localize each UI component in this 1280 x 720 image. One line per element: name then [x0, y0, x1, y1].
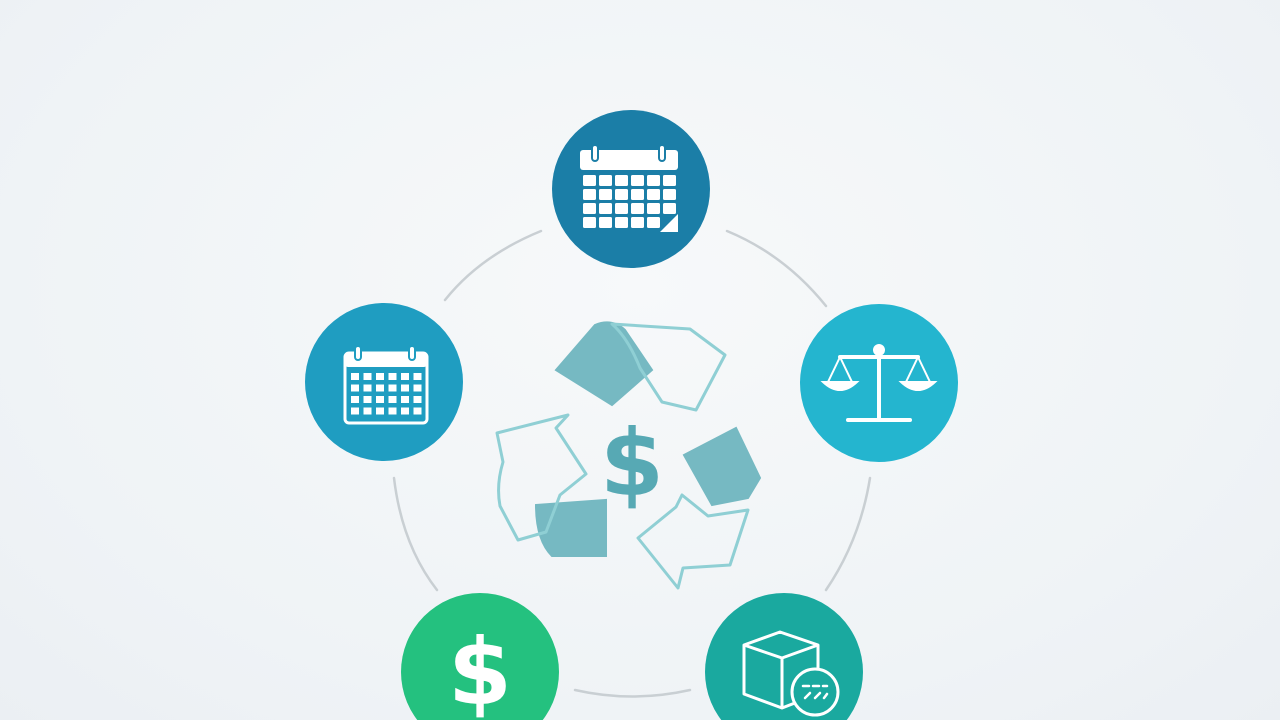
calendar-cell — [599, 189, 612, 200]
calendar-cell — [363, 373, 372, 380]
calendar-cell — [351, 373, 359, 380]
calendar-cell — [413, 384, 422, 392]
badge-icon — [790, 667, 840, 717]
calendar-cell — [663, 203, 676, 214]
calendar-cell — [388, 373, 397, 380]
ring-arc-right — [824, 476, 872, 592]
calendar-cell — [351, 384, 359, 392]
center-dollar-sign: $ — [600, 410, 664, 517]
recycle-arrow-right-outline — [636, 493, 750, 590]
calendar-cell — [351, 396, 359, 403]
calendar-cell — [615, 203, 628, 214]
calendar-icon — [343, 345, 429, 425]
calendar-cell — [583, 203, 596, 214]
recycle-arrow-top-outline — [610, 322, 727, 412]
node-dollar[interactable]: $ — [401, 593, 559, 720]
ring-arc-top-left — [443, 229, 543, 302]
calendar-cell — [413, 373, 422, 380]
calendar-cell — [663, 189, 676, 200]
calendar-cell — [401, 407, 409, 415]
calendar-cell — [401, 396, 409, 403]
dollar-sign-icon: $ — [448, 619, 512, 720]
calendar-cell — [615, 175, 628, 186]
node-package[interactable] — [705, 593, 863, 720]
calendar-cell — [376, 396, 384, 403]
ring-arc-bottom — [573, 688, 692, 698]
calendar-cell — [363, 407, 372, 415]
calendar-cell — [631, 189, 644, 200]
recycle-arrows-icon: $ — [495, 321, 762, 590]
ring — [392, 229, 872, 698]
calendar-cell — [647, 189, 660, 200]
calendar-cell — [413, 407, 422, 415]
calendar-cell — [663, 175, 676, 186]
node-circle — [305, 303, 463, 461]
calendar-cell — [647, 217, 660, 228]
node-circle — [552, 110, 710, 268]
calendar-cell — [413, 396, 422, 403]
calendar-cell — [388, 407, 397, 415]
ring-arc-top-right — [725, 229, 828, 308]
calendar-cell — [599, 203, 612, 214]
calendar-cell — [363, 384, 372, 392]
calendar-cell — [388, 384, 397, 392]
ring-arc-left — [392, 476, 439, 592]
calendar-cell — [388, 396, 397, 403]
calendar-cell — [647, 175, 660, 186]
calendar-cell — [583, 217, 596, 228]
recycle-arrow-left-outline — [495, 413, 588, 542]
calendar-cell — [376, 373, 384, 380]
scales-of-justice-icon — [820, 344, 938, 422]
calendar-icon — [580, 144, 678, 232]
calendar-cell — [376, 384, 384, 392]
calendar-cell — [401, 384, 409, 392]
calendar-cell — [647, 203, 660, 214]
calendar-cell — [615, 217, 628, 228]
calendar-cell — [583, 175, 596, 186]
node-calendar-top[interactable] — [552, 110, 710, 268]
calendar-cell — [599, 217, 612, 228]
calendar-cell — [631, 175, 644, 186]
node-calendar-left[interactable] — [305, 303, 463, 461]
calendar-cell — [401, 373, 409, 380]
calendar-cell — [615, 189, 628, 200]
calendar-cell — [376, 407, 384, 415]
calendar-cell — [363, 396, 372, 403]
calendar-cell — [631, 217, 644, 228]
calendar-cell — [351, 407, 359, 415]
calendar-cell — [599, 175, 612, 186]
node-scales[interactable] — [800, 304, 958, 462]
calendar-cell — [631, 203, 644, 214]
node-circle — [401, 593, 559, 720]
recycle-arrow-right-solid — [682, 426, 762, 507]
calendar-cell — [583, 189, 596, 200]
